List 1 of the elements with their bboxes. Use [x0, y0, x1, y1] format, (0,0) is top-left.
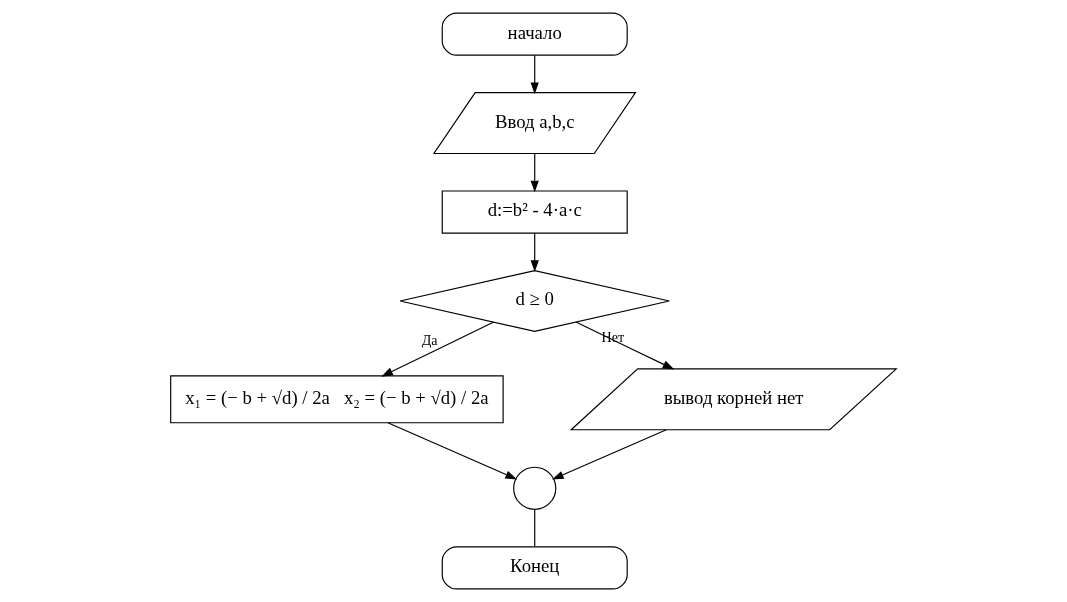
edge-label: Да	[421, 332, 438, 349]
